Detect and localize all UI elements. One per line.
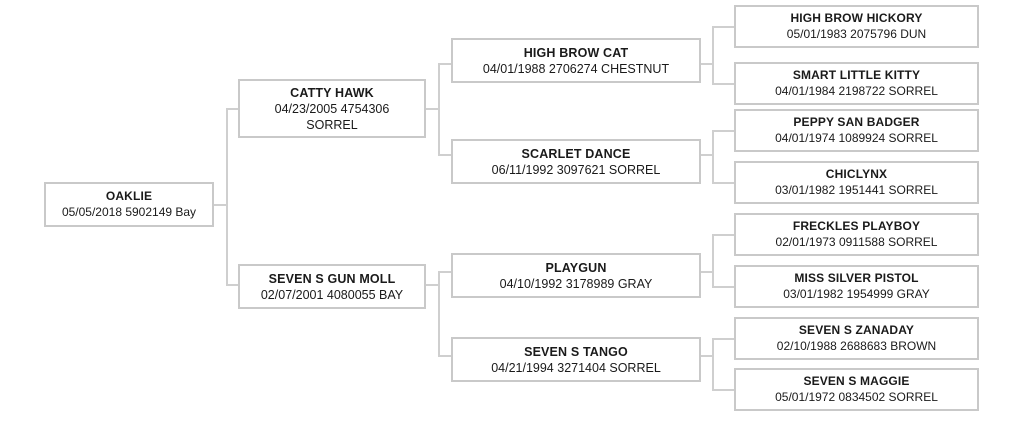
- node-name: SMART LITTLE KITTY: [792, 68, 921, 83]
- node-dam-dam-seven-s-tango[interactable]: SEVEN S TANGO 04/21/1994 3271404 SORREL: [451, 337, 701, 382]
- connector-sd-vertical: [712, 130, 714, 183]
- connector-dam-vertical: [438, 271, 440, 357]
- node-sire-catty-hawk[interactable]: CATTY HAWK 04/23/2005 4754306 SORREL: [238, 79, 426, 138]
- connector-to-dd-dam: [712, 389, 735, 391]
- node-name: SEVEN S TANGO: [524, 344, 628, 359]
- node-name: SEVEN S MAGGIE: [803, 374, 910, 389]
- node-freckles-playboy[interactable]: FRECKLES PLAYBOY 02/01/1973 0911588 SORR…: [734, 213, 979, 256]
- node-sire-sire-high-brow-cat[interactable]: HIGH BROW CAT 04/01/1988 2706274 CHESTNU…: [451, 38, 701, 83]
- node-details: 03/01/1982 1951441 SORREL: [775, 182, 938, 197]
- node-name: CATTY HAWK: [290, 85, 374, 100]
- node-details: 04/01/1988 2706274 CHESTNUT: [482, 61, 670, 76]
- connector-to-sire-sire: [438, 63, 452, 65]
- node-details-line1: 04/23/2005 4754306: [274, 101, 390, 116]
- connector-dam-stub: [425, 284, 439, 286]
- connector-sire-vertical: [438, 63, 440, 156]
- connector-subject-stub: [213, 204, 227, 206]
- node-name: SCARLET DANCE: [521, 146, 631, 161]
- node-name: FRECKLES PLAYBOY: [792, 219, 921, 234]
- connector-ds-vertical: [712, 234, 714, 287]
- connector-to-ds-dam: [712, 286, 735, 288]
- node-name: MISS SILVER PISTOL: [794, 271, 919, 286]
- node-details: 05/05/2018 5902149 Bay: [61, 204, 197, 219]
- node-smart-little-kitty[interactable]: SMART LITTLE KITTY 04/01/1984 2198722 SO…: [734, 62, 979, 105]
- connector-sd-stub: [700, 154, 713, 156]
- connector-to-dd-sire: [712, 338, 735, 340]
- connector-dd-vertical: [712, 338, 714, 390]
- node-name: HIGH BROW CAT: [523, 45, 629, 60]
- connector-to-sd-dam: [712, 182, 735, 184]
- node-name: PEPPY SAN BADGER: [793, 115, 920, 130]
- node-name: HIGH BROW HICKORY: [790, 11, 923, 26]
- node-seven-s-maggie[interactable]: SEVEN S MAGGIE 05/01/1972 0834502 SORREL: [734, 368, 979, 411]
- node-sire-dam-scarlet-dance[interactable]: SCARLET DANCE 06/11/1992 3097621 SORREL: [451, 139, 701, 184]
- connector-subject-vertical: [226, 108, 228, 285]
- node-details: 02/01/1973 0911588 SORREL: [775, 234, 938, 249]
- connector-to-dam-dam: [438, 355, 452, 357]
- node-details: 04/21/1994 3271404 SORREL: [491, 360, 661, 375]
- node-name: OAKLIE: [105, 189, 153, 204]
- node-details-line2: SORREL: [306, 117, 358, 132]
- node-seven-s-zanaday[interactable]: SEVEN S ZANADAY 02/10/1988 2688683 BROWN: [734, 317, 979, 360]
- connector-to-dam-sire: [438, 271, 452, 273]
- node-details: 02/10/1988 2688683 BROWN: [776, 338, 937, 353]
- connector-sire-stub: [425, 108, 439, 110]
- node-name: CHICLYNX: [825, 167, 888, 182]
- node-name: SEVEN S ZANADAY: [798, 323, 915, 338]
- node-dam-sire-playgun[interactable]: PLAYGUN 04/10/1992 3178989 GRAY: [451, 253, 701, 298]
- connector-dd-stub: [700, 355, 713, 357]
- node-details: 04/01/1974 1089924 SORREL: [775, 130, 938, 145]
- connector-to-sire: [226, 108, 239, 110]
- node-peppy-san-badger[interactable]: PEPPY SAN BADGER 04/01/1974 1089924 SORR…: [734, 109, 979, 152]
- node-dam-seven-s-gun-moll[interactable]: SEVEN S GUN MOLL 02/07/2001 4080055 BAY: [238, 264, 426, 309]
- node-details: 04/01/1984 2198722 SORREL: [775, 83, 938, 98]
- node-details: 04/10/1992 3178989 GRAY: [499, 276, 653, 291]
- node-high-brow-hickory[interactable]: HIGH BROW HICKORY 05/01/1983 2075796 DUN: [734, 5, 979, 48]
- connector-ss-stub: [700, 63, 713, 65]
- connector-ds-stub: [700, 271, 713, 273]
- connector-to-sd-sire: [712, 130, 735, 132]
- node-details: 06/11/1992 3097621 SORREL: [491, 162, 661, 177]
- connector-to-ss-sire: [712, 26, 735, 28]
- node-subject-oaklie[interactable]: OAKLIE 05/05/2018 5902149 Bay: [44, 182, 214, 227]
- node-details: 03/01/1982 1954999 GRAY: [783, 286, 930, 301]
- node-details: 05/01/1972 0834502 SORREL: [775, 389, 938, 404]
- node-details: 02/07/2001 4080055 BAY: [260, 287, 404, 302]
- connector-ss-vertical: [712, 26, 714, 84]
- node-details: 05/01/1983 2075796 DUN: [786, 26, 927, 41]
- connector-to-ds-sire: [712, 234, 735, 236]
- node-name: SEVEN S GUN MOLL: [268, 271, 396, 286]
- connector-to-dam: [226, 284, 239, 286]
- connector-to-ss-dam: [712, 83, 735, 85]
- node-miss-silver-pistol[interactable]: MISS SILVER PISTOL 03/01/1982 1954999 GR…: [734, 265, 979, 308]
- node-name: PLAYGUN: [545, 260, 607, 275]
- node-chiclynx[interactable]: CHICLYNX 03/01/1982 1951441 SORREL: [734, 161, 979, 204]
- connector-to-sire-dam: [438, 154, 452, 156]
